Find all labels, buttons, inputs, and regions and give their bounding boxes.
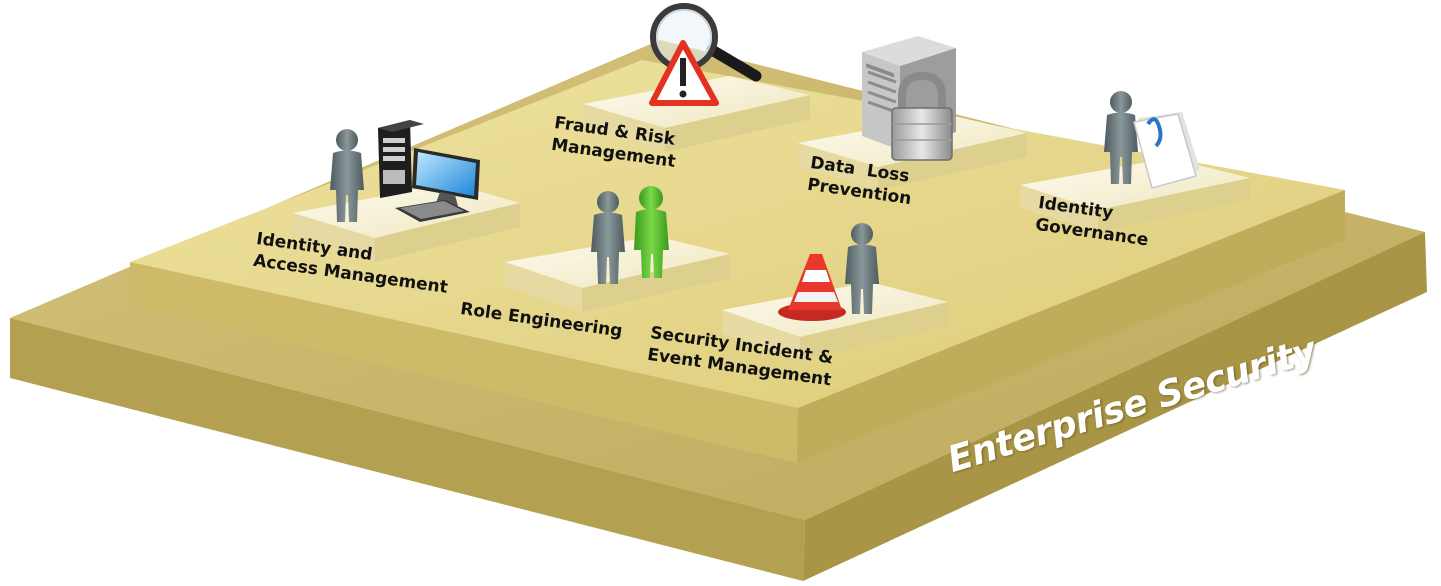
base-right-face — [803, 232, 1427, 581]
person-icon — [591, 191, 625, 284]
tier2-top-face — [130, 60, 1345, 408]
user-pair-icon — [591, 186, 669, 284]
second-tier-platform — [130, 60, 1345, 463]
magnifier-warning-icon — [649, 3, 762, 106]
person-icon — [330, 129, 364, 222]
document-icon — [1133, 112, 1200, 189]
traffic-cone-icon — [778, 254, 846, 321]
server-padlock-icon — [862, 36, 956, 161]
computer-tower-icon — [378, 120, 424, 198]
base-left-face — [10, 318, 805, 581]
person-icon — [1104, 91, 1138, 184]
user-document-icon — [1104, 91, 1200, 189]
tier2-right-face — [797, 190, 1345, 463]
computer-user-icon — [330, 120, 480, 222]
person-green-icon — [634, 186, 669, 278]
tier2-left-face — [130, 262, 798, 463]
monitor-icon — [395, 148, 480, 222]
traffic-cone-user-icon — [778, 223, 879, 321]
person-icon — [845, 223, 879, 314]
